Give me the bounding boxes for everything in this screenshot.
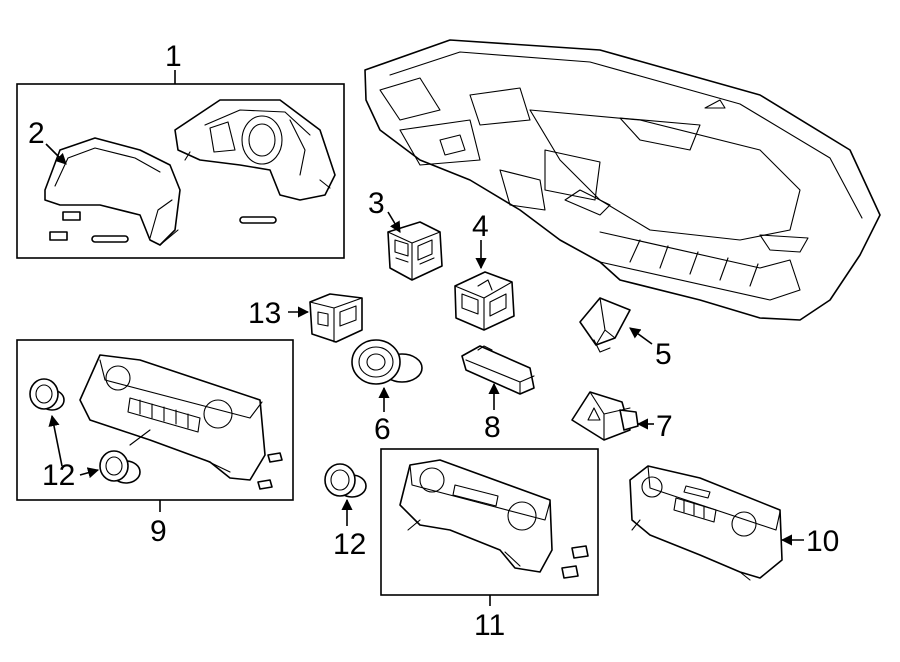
control-panel-box: 11: [380, 448, 599, 642]
part-10-control-unit: 10: [629, 465, 839, 581]
callout-5: 5: [655, 338, 672, 371]
callout-7: 7: [656, 410, 673, 443]
instrument-panel: [364, 39, 881, 321]
part-3-switch: 3: [368, 187, 443, 281]
part-12-knob: 12: [324, 463, 367, 561]
part-4-switch: 4: [454, 210, 515, 331]
part-7-hazard-switch: 7: [571, 391, 673, 443]
heater-control-box: 9 12: [16, 339, 294, 548]
part-13-switch: 13: [248, 293, 363, 343]
callout-11: 11: [474, 609, 505, 642]
callout-4: 4: [472, 210, 489, 243]
callout-10: 10: [806, 525, 839, 558]
callout-12-left: 12: [42, 459, 75, 492]
callout-2: 2: [28, 117, 45, 150]
callout-1: 1: [165, 40, 182, 73]
callout-3: 3: [368, 187, 385, 220]
callout-12-center: 12: [333, 528, 366, 561]
part-5-bracket: 5: [579, 297, 672, 371]
callout-9: 9: [150, 515, 167, 548]
cluster-box: 1 2: [16, 40, 345, 259]
callout-13: 13: [248, 297, 281, 330]
part-8-sensor: 8: [461, 345, 535, 444]
callout-6: 6: [374, 413, 391, 446]
callout-8: 8: [484, 411, 501, 444]
part-6-start-switch: 6: [351, 339, 423, 446]
